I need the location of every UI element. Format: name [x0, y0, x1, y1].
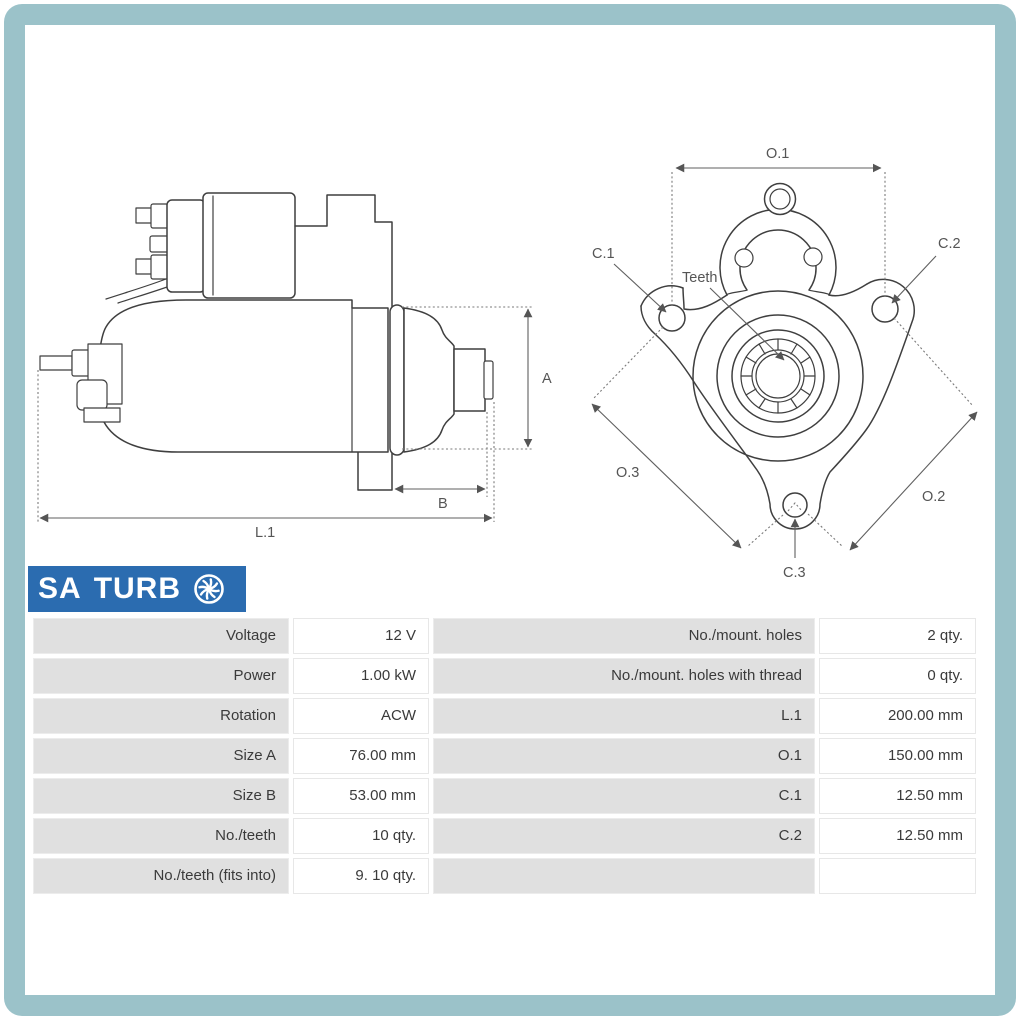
- spec-row: Voltage 12 V No./mount. holes 2 qty.: [33, 618, 984, 654]
- spec-value: 9. 10 qty.: [293, 858, 429, 894]
- side-view-drawing: A B L.1: [37, 192, 552, 541]
- spec-row: Power 1.00 kW No./mount. holes with thre…: [33, 658, 984, 694]
- dim-label-a: A: [542, 371, 552, 387]
- spec-label: No./teeth (fits into): [33, 858, 289, 894]
- spec-row: Size B 53.00 mm C.1 12.50 mm: [33, 778, 984, 814]
- spec-value: ACW: [293, 698, 429, 734]
- brand-name-primary: SA: [38, 572, 82, 605]
- front-view-drawing: O.1 C.1 C.2 Teeth O.3 O.2 C.3: [591, 146, 978, 581]
- dim-label-o1: O.1: [766, 146, 789, 162]
- spec-table: Voltage 12 V No./mount. holes 2 qty. Pow…: [33, 618, 984, 894]
- label-teeth: Teeth: [682, 270, 717, 286]
- spec-row: No./teeth (fits into) 9. 10 qty.: [33, 858, 984, 894]
- brand-logo: SA TURB: [28, 566, 246, 612]
- spec-value: 76.00 mm: [293, 738, 429, 774]
- spec-label: No./mount. holes: [433, 618, 815, 654]
- spec-value: 12.50 mm: [819, 818, 976, 854]
- spec-value: 12.50 mm: [819, 778, 976, 814]
- technical-drawings: A B L.1: [37, 146, 978, 581]
- spec-value: 0 qty.: [819, 658, 976, 694]
- dim-label-c2: C.2: [938, 236, 961, 252]
- brand-name-secondary: TURB: [93, 572, 182, 605]
- dim-label-o3: O.3: [616, 465, 639, 481]
- spec-row: Rotation ACW L.1 200.00 mm: [33, 698, 984, 734]
- dim-label-c3: C.3: [783, 565, 806, 581]
- spec-label: No./mount. holes with thread: [433, 658, 815, 694]
- spec-label: Voltage: [33, 618, 289, 654]
- spec-label: Size B: [33, 778, 289, 814]
- spec-label: C.2: [433, 818, 815, 854]
- turbo-impeller-icon: [194, 574, 224, 604]
- spec-label: Power: [33, 658, 289, 694]
- spec-label: Rotation: [33, 698, 289, 734]
- spec-value: 2 qty.: [819, 618, 976, 654]
- spec-value: 200.00 mm: [819, 698, 976, 734]
- dim-label-l1: L.1: [255, 525, 275, 541]
- spec-value: 12 V: [293, 618, 429, 654]
- spec-row: No./teeth 10 qty. C.2 12.50 mm: [33, 818, 984, 854]
- spec-label: Size A: [33, 738, 289, 774]
- dim-label-c1: C.1: [592, 246, 615, 262]
- spec-value: 53.00 mm: [293, 778, 429, 814]
- dim-label-o2: O.2: [922, 489, 945, 505]
- spec-label: C.1: [433, 778, 815, 814]
- spec-label: [433, 858, 815, 894]
- spec-row: Size A 76.00 mm O.1 150.00 mm: [33, 738, 984, 774]
- spec-label: L.1: [433, 698, 815, 734]
- spec-value: [819, 858, 976, 894]
- spec-label: No./teeth: [33, 818, 289, 854]
- dim-label-b: B: [438, 496, 448, 512]
- spec-value: 10 qty.: [293, 818, 429, 854]
- spec-value: 150.00 mm: [819, 738, 976, 774]
- spec-value: 1.00 kW: [293, 658, 429, 694]
- spec-label: O.1: [433, 738, 815, 774]
